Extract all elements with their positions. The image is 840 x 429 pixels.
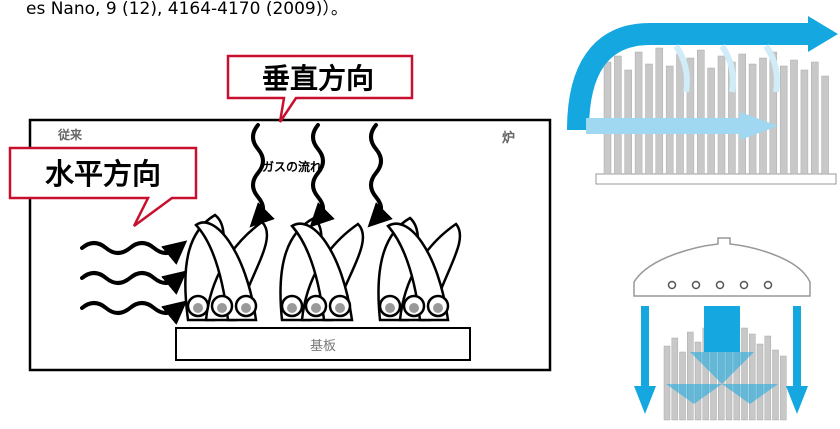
nanotube-bar	[697, 49, 705, 175]
nanotube-bar	[741, 327, 748, 421]
furnace-label: 炉	[502, 130, 515, 146]
nanotube-bar	[769, 51, 778, 175]
nanotube-bar	[614, 55, 622, 175]
nanotube-bar	[634, 51, 643, 175]
nanotube-bar	[779, 65, 788, 175]
vertical-gas-arrows	[249, 123, 393, 228]
vertical-direction-label: 垂直方向	[262, 62, 374, 95]
vertical-direction-callout: 垂直方向	[226, 54, 414, 123]
nanotube-bar	[780, 355, 787, 421]
substrate-label: 基板	[310, 339, 336, 354]
horizontal-direction-label: 水平方向	[45, 157, 161, 191]
nanotube-bar	[655, 47, 664, 175]
nanotube-bar	[764, 335, 772, 421]
nanotube-bar	[717, 55, 726, 175]
substrate	[175, 327, 471, 361]
horizontal-gas-arrows	[80, 240, 188, 325]
nanotube-bar	[800, 69, 809, 175]
nanotube-bar	[749, 333, 756, 421]
nanotube-bar	[694, 341, 702, 421]
conventional-label: 従来	[57, 127, 83, 142]
cnt-cluster-1	[184, 213, 269, 322]
nanotube-bar	[676, 53, 684, 175]
nanotube-bar	[821, 75, 829, 175]
nanotube-bar	[756, 343, 764, 421]
nanotube-bar	[671, 337, 679, 421]
nanotube-bar	[759, 57, 767, 175]
showerhead-flow-diagram	[633, 237, 811, 421]
nanotube-bar	[811, 61, 819, 175]
cnt-cluster-3	[377, 216, 462, 322]
nanotube-bar	[687, 331, 694, 421]
horizontal-flow-forest-diagram	[567, 16, 838, 185]
nanotube-bar	[790, 59, 798, 175]
horizontal-direction-callout: 水平方向	[8, 146, 198, 228]
citation-text: es Nano, 9 (12), 4164-4170 (2009)）。	[26, 0, 348, 19]
gas-flow-label: ガスの流れ	[262, 159, 322, 174]
nanotube-bar	[663, 345, 671, 421]
nanotube-bar	[686, 57, 695, 175]
